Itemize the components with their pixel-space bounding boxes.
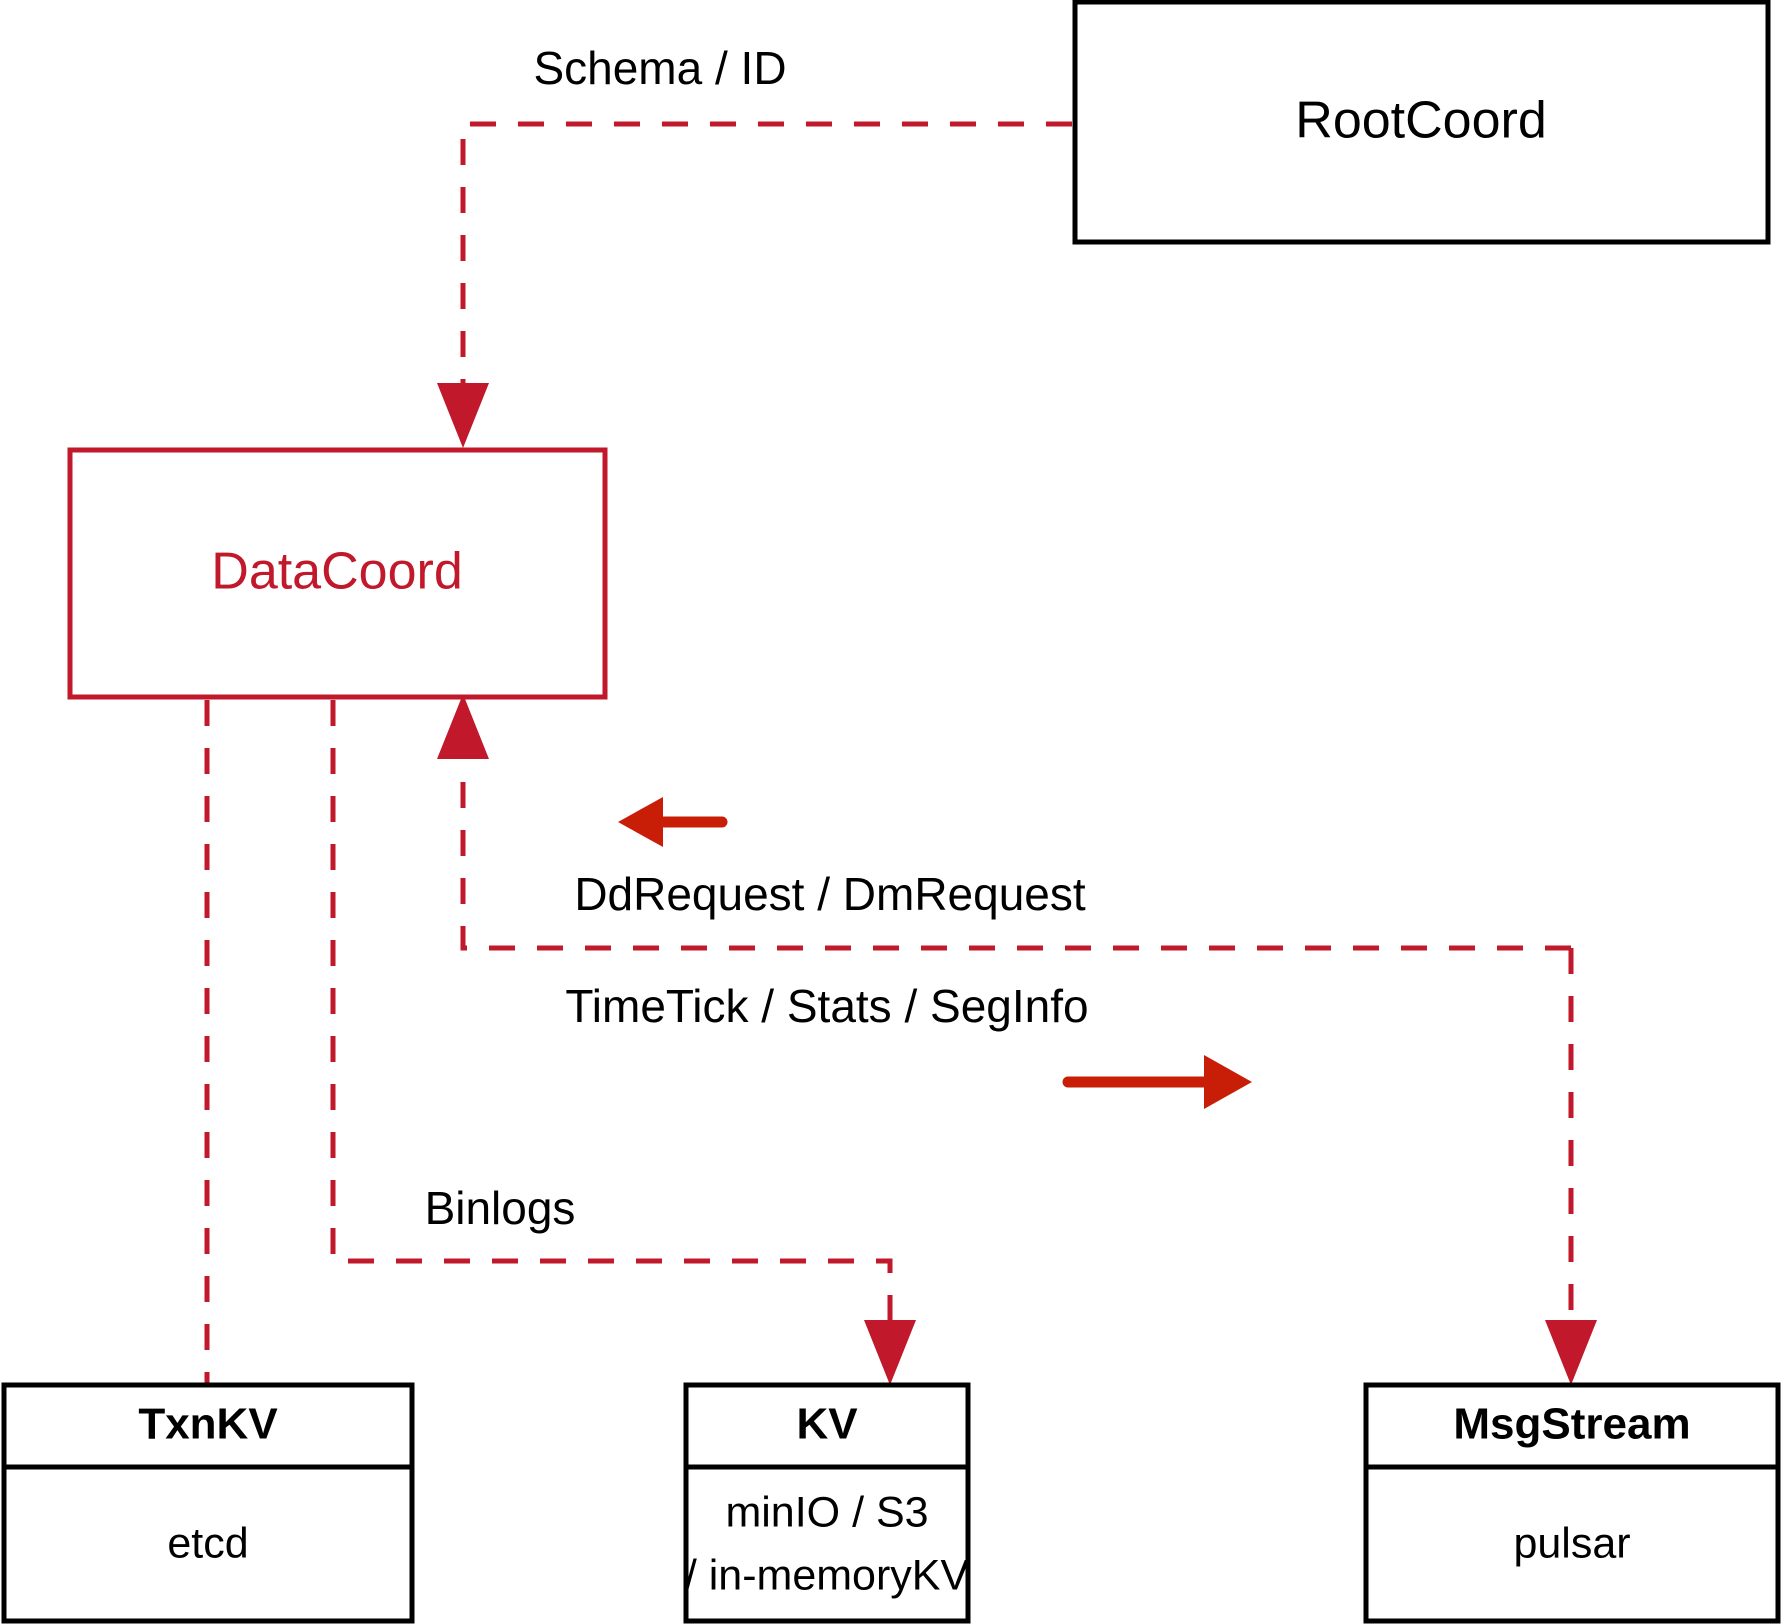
node-rootcoord[interactable]: RootCoord: [1072, 0, 1771, 245]
node-kv-title: KV: [796, 1400, 858, 1449]
node-datacoord[interactable]: DataCoord: [67, 447, 608, 700]
node-datacoord-box[interactable]: [67, 447, 608, 700]
node-datacoord-label: DataCoord: [211, 543, 462, 601]
edge-label-schema-id: Schema / ID: [533, 42, 786, 94]
edge-schema-id-path: [460, 121, 1072, 385]
edge-msgstream-datacoord-path: [460, 760, 1571, 951]
edge-msgstream-datacoord-arrowhead: [437, 694, 489, 759]
direction-marker-right-arrow: [1062, 1055, 1252, 1109]
node-txnkv-title: TxnKV: [138, 1400, 278, 1449]
edge-datacoord-msgstream: [1545, 948, 1597, 1385]
node-txnkv-subtitle: etcd: [167, 1519, 248, 1567]
edge-binlogs-arrowhead: [864, 1320, 916, 1385]
node-msgstream[interactable]: MsgStream pulsar: [1363, 1382, 1781, 1624]
edge-schema-id-arrowhead: [437, 383, 489, 448]
node-kv[interactable]: KV minIO / S3 / in-memoryKV: [683, 1382, 971, 1624]
node-msgstream-title: MsgStream: [1453, 1400, 1690, 1449]
edge-label-binlogs: Binlogs: [425, 1182, 576, 1234]
edge-msgstream-datacoord: [437, 694, 1571, 951]
edge-binlogs: [330, 700, 916, 1385]
node-kv-box[interactable]: [683, 1382, 971, 1624]
edge-datacoord-msgstream-arrowhead: [1545, 1320, 1597, 1385]
node-rootcoord-label: RootCoord: [1295, 92, 1546, 150]
left-arrow-head: [618, 797, 663, 847]
edge-label-timetick-stats-seginfo: TimeTick / Stats / SegInfo: [565, 980, 1088, 1032]
node-msgstream-subtitle: pulsar: [1513, 1519, 1630, 1567]
node-txnkv-box[interactable]: [1, 1382, 415, 1624]
node-kv-subtitle-line2: / in-memoryKV: [685, 1551, 970, 1599]
node-rootcoord-box[interactable]: [1072, 0, 1771, 245]
node-msgstream-box[interactable]: [1363, 1382, 1781, 1624]
edge-label-ddrequest-dmrequest: DdRequest / DmRequest: [574, 868, 1086, 920]
right-arrow-head: [1204, 1055, 1252, 1109]
node-kv-subtitle-line1: minIO / S3: [725, 1488, 928, 1536]
node-txnkv[interactable]: TxnKV etcd: [1, 1382, 415, 1624]
edge-schema-id: [437, 121, 1072, 448]
edge-binlogs-path: [330, 700, 893, 1322]
direction-marker-left-arrow: [618, 797, 728, 847]
